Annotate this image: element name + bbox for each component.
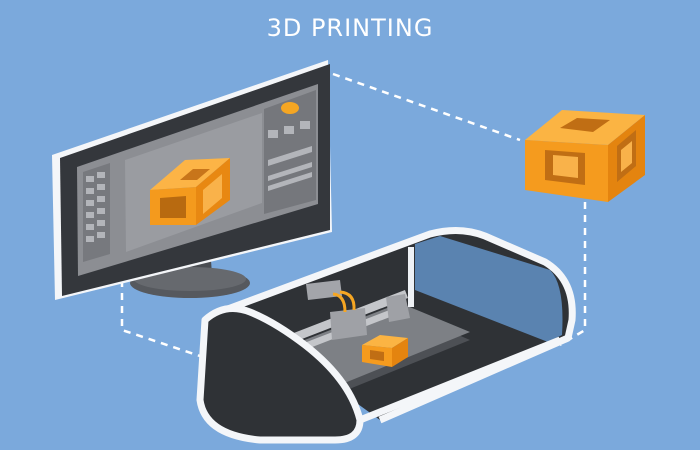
page-title: 3D PRINTING (266, 14, 434, 42)
connector-monitor-to-printer (120, 280, 201, 358)
3d-printer-icon (196, 227, 576, 444)
cube-model-icon (525, 110, 645, 202)
connector-monitor-to-cube (332, 72, 521, 142)
monitor-icon (52, 60, 332, 300)
printed-cube (362, 335, 408, 367)
screen-cube-model (150, 158, 230, 225)
